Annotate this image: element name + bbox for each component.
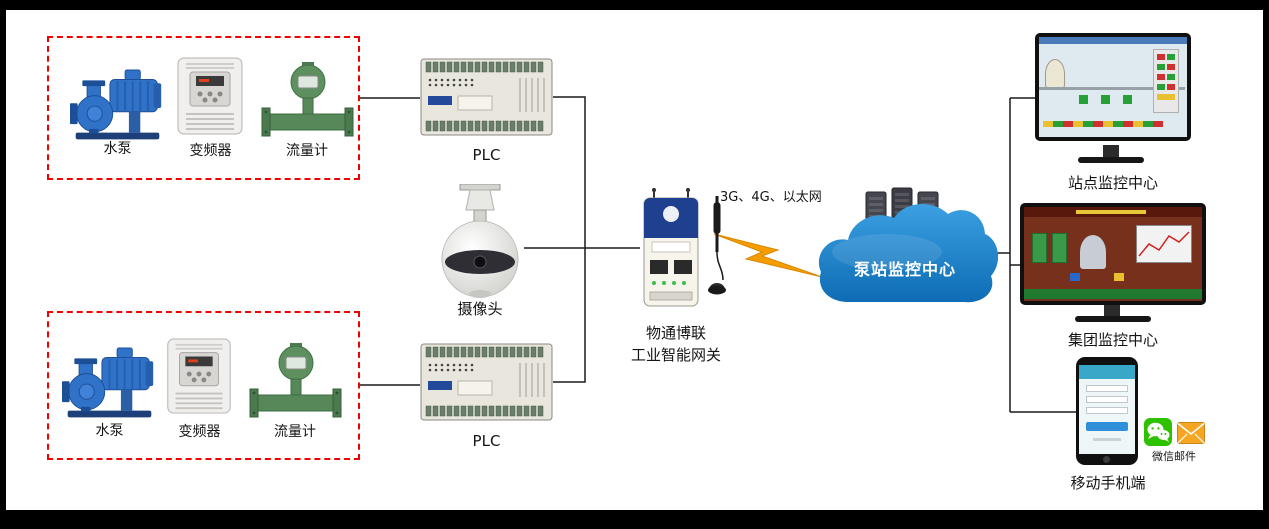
flow-meter-device-2 bbox=[248, 335, 343, 427]
monitor-stand bbox=[1103, 145, 1119, 157]
monitor-base bbox=[1075, 316, 1151, 322]
cloud-platform bbox=[812, 182, 999, 322]
camera-label: 摄像头 bbox=[457, 300, 503, 318]
screen-decor bbox=[1086, 407, 1128, 414]
screen-decor bbox=[1039, 37, 1187, 44]
gateway-label-line1: 物通博联 bbox=[645, 324, 706, 342]
line-plc-bus bbox=[553, 96, 586, 383]
screen-decor bbox=[1045, 59, 1065, 89]
screen-decor bbox=[1123, 95, 1132, 104]
scada-screen-site bbox=[1039, 37, 1187, 137]
vfd-device-1 bbox=[176, 56, 244, 140]
plc-bottom-label: PLC bbox=[472, 432, 501, 450]
plc-bottom-device bbox=[420, 339, 553, 429]
camera-icon bbox=[441, 183, 519, 298]
vfd-icon bbox=[177, 57, 243, 135]
scada-screen-group bbox=[1024, 207, 1202, 301]
screen-decor bbox=[1079, 365, 1135, 379]
antenna-icon bbox=[706, 196, 728, 304]
screen-decor bbox=[1070, 273, 1080, 281]
gateway-device bbox=[640, 188, 702, 314]
device-label: 流量计 bbox=[274, 424, 316, 440]
phone-device bbox=[1076, 357, 1138, 465]
screen-decor bbox=[1086, 422, 1128, 431]
monitor-base bbox=[1078, 157, 1144, 163]
screen-decor bbox=[1043, 121, 1163, 127]
wechat-icon bbox=[1144, 418, 1172, 446]
screen-decor bbox=[1093, 438, 1121, 441]
screen-decor bbox=[1153, 49, 1179, 113]
mail-icon bbox=[1177, 422, 1205, 448]
device-label: 水泵 bbox=[95, 423, 124, 439]
screen-decor bbox=[1079, 95, 1088, 104]
monitor-site bbox=[1035, 33, 1191, 141]
device-label: 水泵 bbox=[103, 141, 132, 157]
monitor-group bbox=[1020, 203, 1206, 305]
antenna-icon bbox=[708, 196, 726, 295]
flow-meter-icon bbox=[261, 62, 354, 137]
plc-top-device bbox=[420, 54, 553, 144]
lightning-icon bbox=[713, 233, 823, 278]
gateway-icon bbox=[643, 188, 699, 307]
phone-home-button bbox=[1103, 456, 1110, 463]
plc-icon bbox=[420, 58, 553, 136]
device-label: 流量计 bbox=[286, 143, 328, 159]
mail-icon bbox=[1177, 422, 1205, 444]
plc-icon bbox=[420, 343, 553, 421]
water-pump-device-2 bbox=[62, 330, 157, 426]
wan-label: 3G、4G、以太网 bbox=[720, 190, 822, 205]
monitor-group-label: 集团监控中心 bbox=[1067, 331, 1158, 349]
screen-decor bbox=[1114, 273, 1124, 281]
cloud-label: 泵站监控中心 bbox=[853, 260, 956, 279]
water-pump-icon bbox=[70, 69, 162, 140]
cloud-icon bbox=[818, 187, 999, 303]
screen-decor bbox=[1136, 225, 1192, 263]
monitor-site-label: 站点监控中心 bbox=[1067, 174, 1158, 192]
screen-decor bbox=[1032, 233, 1047, 263]
screen-decor bbox=[1076, 210, 1146, 214]
screen-decor bbox=[1080, 235, 1106, 269]
mobile-icons-label: 微信邮件 bbox=[1152, 450, 1196, 463]
screen-decor bbox=[1086, 396, 1128, 403]
field-group-bottom bbox=[47, 311, 360, 460]
phone-screen bbox=[1079, 365, 1135, 454]
water-pump-icon bbox=[62, 347, 154, 418]
gateway-label-line2: 工业智能网关 bbox=[630, 346, 721, 364]
monitor-stand bbox=[1104, 305, 1120, 316]
screen-decor bbox=[1101, 95, 1110, 104]
screen-decor bbox=[1024, 289, 1202, 299]
device-label: 变频器 bbox=[178, 424, 221, 440]
field-group-top bbox=[47, 36, 360, 180]
vfd-device-2 bbox=[165, 337, 233, 419]
flow-meter-icon bbox=[249, 343, 342, 418]
water-pump-device-1 bbox=[70, 52, 165, 148]
mobile-label: 移动手机端 bbox=[1070, 474, 1146, 492]
wechat-icon bbox=[1144, 418, 1172, 450]
device-label: 变频器 bbox=[189, 143, 232, 159]
screen-decor bbox=[1039, 87, 1185, 90]
screen-decor bbox=[1052, 233, 1067, 263]
camera-device bbox=[436, 183, 524, 304]
flow-meter-device-1 bbox=[260, 54, 355, 146]
screen-decor bbox=[1086, 385, 1128, 392]
vfd-icon bbox=[167, 338, 231, 414]
plc-top-label: PLC bbox=[472, 146, 501, 164]
